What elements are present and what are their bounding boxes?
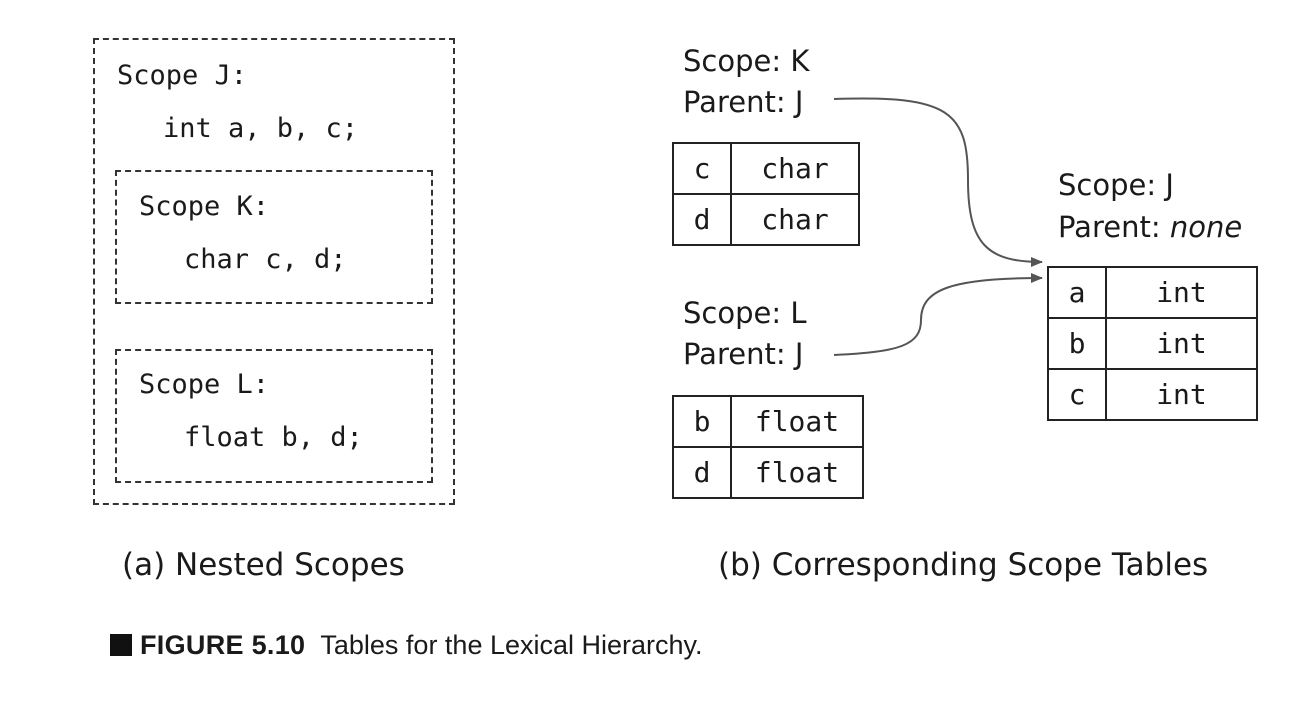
scope-table-j: a int b int c int	[1047, 266, 1258, 421]
symbol-name-cell: c	[1047, 368, 1107, 421]
symbol-type-cell: float	[730, 446, 864, 499]
table-row: c char	[672, 142, 860, 195]
symbol-name-cell: b	[1047, 317, 1107, 370]
symbol-type-cell: int	[1105, 266, 1258, 319]
scope-table-l: b float d float	[672, 395, 864, 499]
panel-a-caption: (a) Nested Scopes	[122, 547, 405, 583]
arrow-k-to-j	[833, 97, 1043, 267]
table-k-scope-label: Scope: K	[683, 44, 810, 78]
arrow-l-to-j	[833, 273, 1043, 356]
table-j-parent-value: none	[1169, 210, 1243, 244]
symbol-name-cell: d	[672, 193, 732, 246]
symbol-type-cell: char	[730, 193, 860, 246]
scope-k-box	[115, 170, 433, 304]
figure-caption: FIGURE 5.10 Tables for the Lexical Hiera…	[110, 630, 703, 661]
scope-k-title: Scope K:	[139, 191, 270, 222]
symbol-type-cell: int	[1105, 368, 1258, 421]
table-l-scope-label: Scope: L	[683, 296, 807, 330]
symbol-name-cell: d	[672, 446, 732, 499]
table-j-scope-label: Scope: J	[1058, 168, 1174, 202]
symbol-type-cell: int	[1105, 317, 1258, 370]
scope-j-declaration: int a, b, c;	[163, 113, 359, 144]
figure-number: FIGURE 5.10	[140, 630, 306, 660]
symbol-type-cell: float	[730, 395, 864, 448]
caption-square-icon	[110, 634, 132, 656]
table-row: b float	[672, 395, 864, 448]
scope-k-declaration: char c, d;	[184, 244, 347, 275]
table-row: d float	[672, 446, 864, 499]
symbol-name-cell: a	[1047, 266, 1107, 319]
figure-title: Tables for the Lexical Hierarchy.	[320, 630, 703, 660]
panel-b-caption: (b) Corresponding Scope Tables	[718, 547, 1209, 583]
symbol-name-cell: b	[672, 395, 732, 448]
scope-l-title: Scope L:	[139, 369, 270, 400]
scope-l-declaration: float b, d;	[184, 422, 363, 453]
table-row: d char	[672, 193, 860, 246]
table-j-parent-prefix: Parent:	[1058, 210, 1170, 244]
scope-table-k: c char d char	[672, 142, 860, 246]
table-l-parent-label: Parent: J	[683, 337, 804, 371]
scope-l-box	[115, 349, 433, 483]
table-row: c int	[1047, 368, 1258, 421]
table-j-parent-label: Parent: none	[1058, 213, 1242, 242]
scope-j-title: Scope J:	[117, 60, 248, 91]
symbol-type-cell: char	[730, 142, 860, 195]
table-row: b int	[1047, 317, 1258, 370]
table-row: a int	[1047, 266, 1258, 319]
table-k-parent-label: Parent: J	[683, 85, 804, 119]
symbol-name-cell: c	[672, 142, 732, 195]
scope-j-box	[93, 38, 455, 505]
